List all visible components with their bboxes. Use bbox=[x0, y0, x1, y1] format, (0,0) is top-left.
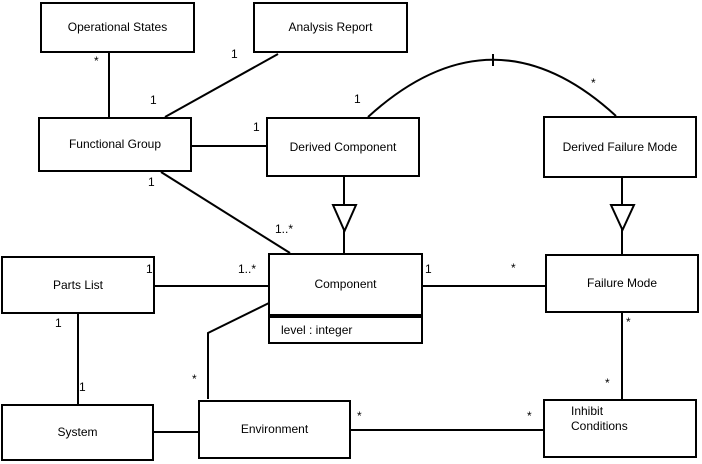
class-derived-failure-mode[interactable]: Derived Failure Mode bbox=[543, 116, 697, 178]
class-name: Parts List bbox=[52, 277, 103, 292]
class-analysis-report[interactable]: Analysis Report bbox=[253, 2, 408, 53]
multiplicity-label: 1 bbox=[55, 316, 62, 330]
class-derived-component[interactable]: Derived Component bbox=[266, 117, 420, 177]
assoc-functional-group-component bbox=[160, 171, 291, 254]
multiplicity-label: 1 bbox=[146, 262, 153, 276]
multiplicity-label: 1 bbox=[148, 175, 155, 189]
generalization-arrow-icon bbox=[331, 204, 358, 234]
class-system[interactable]: System bbox=[1, 404, 154, 461]
class-name: Failure Mode bbox=[586, 276, 658, 290]
class-operational-states[interactable]: Operational States bbox=[40, 2, 195, 53]
multiplicity-label: 1..* bbox=[238, 262, 257, 276]
class-name: Derived Failure Mode bbox=[562, 139, 678, 154]
class-name: Inhibit Conditions bbox=[571, 404, 628, 433]
class-name: Environment bbox=[240, 422, 309, 436]
multiplicity-label: * bbox=[527, 409, 532, 423]
multiplicity-label: 1 bbox=[253, 120, 260, 134]
multiplicity-label: * bbox=[626, 315, 631, 329]
class-component[interactable]: Component bbox=[268, 253, 423, 316]
class-failure-mode[interactable]: Failure Mode bbox=[545, 254, 699, 313]
generalization-arrow-icon bbox=[609, 204, 636, 233]
attribute-level: level : integer bbox=[281, 323, 353, 337]
assoc-component-environment bbox=[207, 302, 270, 399]
class-name: Analysis Report bbox=[288, 20, 373, 34]
assoc-analysis-report-functional-group bbox=[164, 53, 279, 118]
multiplicity-label: * bbox=[605, 376, 610, 390]
multiplicity-label: 1 bbox=[79, 380, 86, 394]
class-functional-group[interactable]: Functional Group bbox=[38, 117, 192, 172]
assoc-derived-component-derived-failure-mode bbox=[367, 58, 617, 118]
multiplicity-label: 1 bbox=[150, 93, 157, 107]
multiplicity-label: * bbox=[591, 76, 596, 90]
multiplicity-label: 1 bbox=[231, 47, 238, 61]
class-environment[interactable]: Environment bbox=[198, 400, 351, 459]
class-component-attributes[interactable]: level : integer bbox=[268, 316, 423, 344]
class-name: Functional Group bbox=[68, 137, 162, 151]
multiplicity-label: 1 bbox=[425, 262, 432, 276]
class-name: Component bbox=[314, 277, 377, 291]
class-name: Operational States bbox=[67, 20, 168, 34]
multiplicity-label: 1..* bbox=[275, 222, 294, 236]
multiplicity-label: * bbox=[94, 54, 99, 68]
multiplicity-label: 1 bbox=[354, 92, 361, 106]
multiplicity-label: * bbox=[192, 372, 197, 386]
class-inhibit-conditions[interactable]: Inhibit Conditions bbox=[543, 399, 697, 458]
class-parts-list[interactable]: Parts List bbox=[1, 256, 155, 314]
class-name: System bbox=[57, 425, 98, 439]
multiplicity-label: * bbox=[357, 409, 362, 423]
multiplicity-label: * bbox=[511, 261, 516, 275]
class-name: Derived Component bbox=[289, 139, 397, 154]
